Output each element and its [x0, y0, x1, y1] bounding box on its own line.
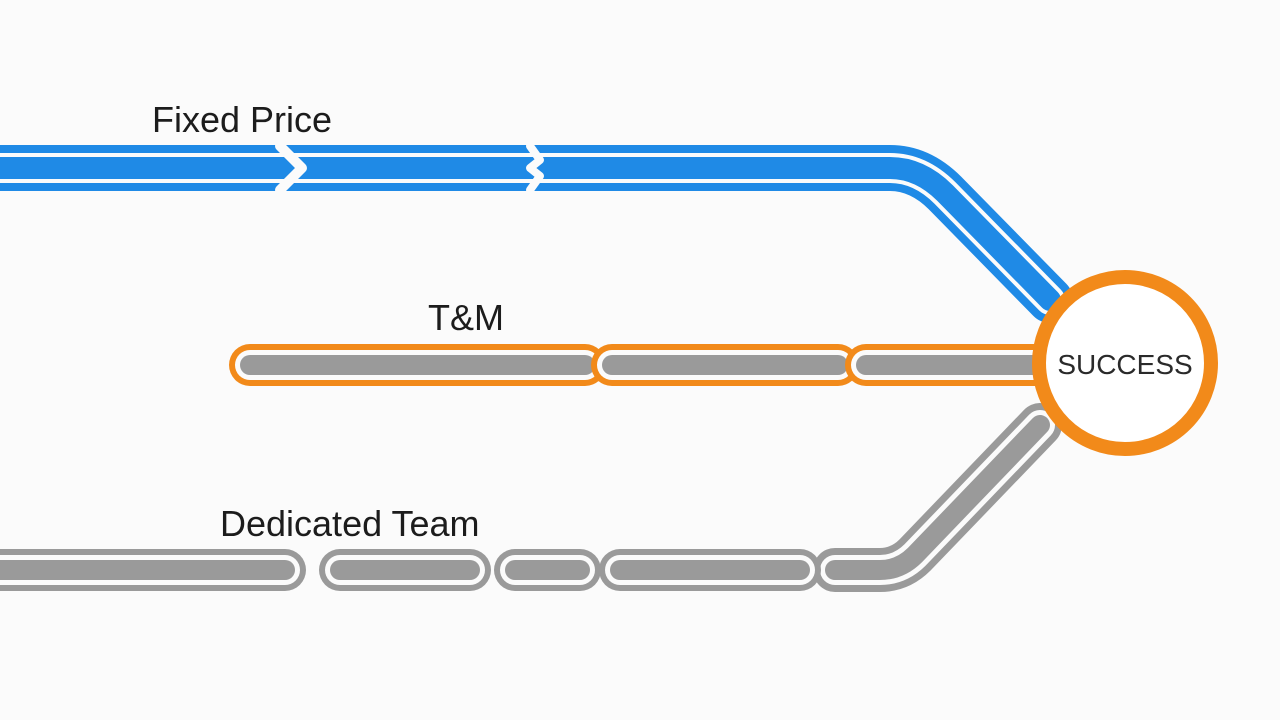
fixed-price-break-1 — [275, 141, 307, 195]
fixed-price-track-outer — [0, 145, 1073, 323]
route-fixed-price — [0, 141, 1073, 323]
dedicated-team-label: Dedicated Team — [220, 503, 480, 544]
success-ring — [1032, 270, 1218, 456]
fixed-price-break-2 — [526, 142, 544, 194]
success-label: SUCCESS — [1057, 349, 1192, 380]
route-dedicated-team — [0, 403, 1062, 592]
success-hub: SUCCESS — [1032, 270, 1218, 456]
fixed-price-label: Fixed Price — [152, 99, 332, 140]
tm-label: T&M — [428, 297, 504, 338]
